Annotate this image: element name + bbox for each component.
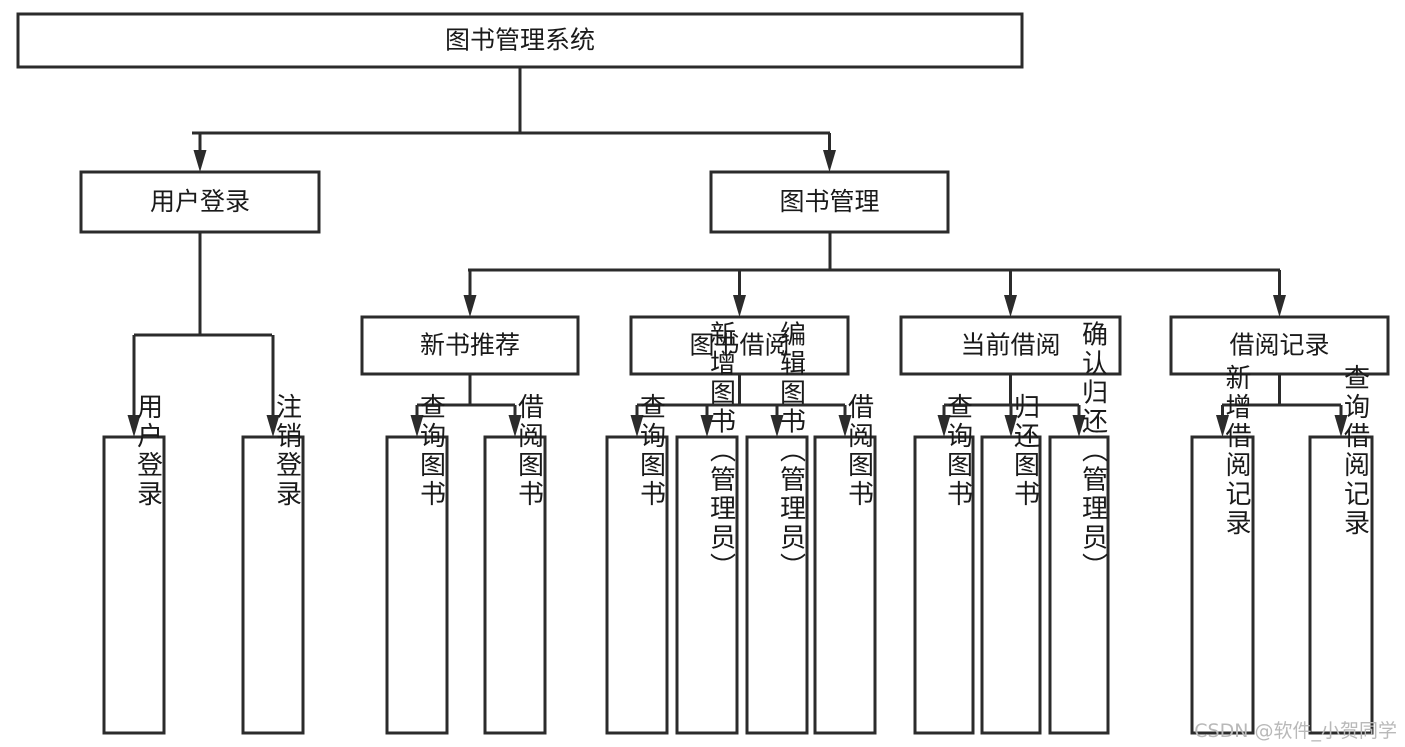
node-leaf-add-book-admin[interactable]: 新增图书（管理员） <box>675 320 739 735</box>
node-label-leaf-add-borrow-record: 新增借阅记录 <box>1221 364 1251 538</box>
node-box-borrow-record <box>1169 315 1390 376</box>
node-box-leaf-query-borrow-record <box>1308 435 1374 735</box>
arrow-to-leaf-logout-login-head <box>266 415 280 437</box>
node-box-leaf-add-borrow-record <box>1190 435 1255 735</box>
arrow-to-user-login-head <box>193 150 207 172</box>
node-leaf-query-book-1[interactable]: 查询图书 <box>385 393 449 735</box>
arrow-to-leaf-add-borrow-record-head <box>1216 415 1229 437</box>
arrow-to-leaf-confirm-return-admin-head <box>1072 415 1086 437</box>
node-box-leaf-borrow-book-2 <box>813 435 877 735</box>
node-leaf-logout-login[interactable]: 注销登录 <box>241 393 305 735</box>
node-label-leaf-add-book-admin: 新增图书（管理员） <box>706 320 736 581</box>
node-box-user-login <box>79 170 321 234</box>
node-label-leaf-borrow-book-1: 借阅图书 <box>514 393 544 509</box>
arrow-to-leaf-query-book-2-head <box>630 415 644 437</box>
node-box-leaf-query-book-1 <box>385 435 449 735</box>
arrow-to-new-book-recommend-head <box>463 295 477 317</box>
node-box-book-borrow <box>629 315 850 376</box>
arrow-to-current-borrow-head <box>1004 295 1017 317</box>
node-leaf-return-book[interactable]: 归还图书 <box>980 393 1042 735</box>
node-label-leaf-user-login: 用户登录 <box>133 393 163 509</box>
arrow-to-leaf-edit-book-admin-head <box>770 415 784 437</box>
node-box-new-book-recommend <box>360 315 580 376</box>
arrow-to-leaf-user-login-head <box>127 415 141 437</box>
node-box-current-borrow <box>899 315 1122 376</box>
node-box-leaf-edit-book-admin <box>745 435 809 735</box>
node-box-leaf-logout-login <box>241 435 305 735</box>
node-box-book-manage <box>709 170 950 234</box>
node-box-leaf-return-book <box>980 435 1042 735</box>
node-box-leaf-add-book-admin <box>675 435 739 735</box>
node-book-manage[interactable]: 图书管理 <box>709 170 950 234</box>
node-leaf-query-book-2[interactable]: 查询图书 <box>605 393 669 735</box>
arrow-to-book-borrow-head <box>733 295 746 317</box>
node-root[interactable]: 图书管理系统 <box>16 12 1024 69</box>
node-label-book-manage: 图书管理 <box>779 187 879 216</box>
node-borrow-record[interactable]: 借阅记录 <box>1169 315 1390 376</box>
node-leaf-borrow-book-1[interactable]: 借阅图书 <box>483 393 547 735</box>
node-leaf-query-book-3[interactable]: 查询图书 <box>913 393 975 735</box>
node-label-leaf-logout-login: 注销登录 <box>272 393 302 509</box>
node-label-leaf-query-book-2: 查询图书 <box>636 393 666 509</box>
node-leaf-edit-book-admin[interactable]: 编辑图书（管理员） <box>745 320 809 735</box>
arrow-to-leaf-query-book-1-head <box>410 415 424 437</box>
node-new-book-recommend[interactable]: 新书推荐 <box>360 315 580 376</box>
node-label-user-login: 用户登录 <box>150 187 250 216</box>
node-leaf-confirm-return-admin[interactable]: 确认归还（管理员） <box>1048 320 1110 735</box>
node-label-leaf-confirm-return-admin: 确认归还（管理员） <box>1078 320 1108 581</box>
node-box-leaf-query-book-2 <box>605 435 669 735</box>
node-label-leaf-query-borrow-record: 查询借阅记录 <box>1340 364 1370 538</box>
node-leaf-user-login[interactable]: 用户登录 <box>102 393 166 735</box>
node-leaf-borrow-book-2[interactable]: 借阅图书 <box>813 393 877 735</box>
nodes-layer: 图书管理系统用户登录图书管理新书推荐图书借阅当前借阅借阅记录用户登录注销登录查询… <box>16 12 1390 735</box>
node-box-leaf-query-book-3 <box>913 435 975 735</box>
arrow-to-book-manage-head <box>823 150 836 172</box>
node-current-borrow[interactable]: 当前借阅 <box>899 315 1122 376</box>
node-label-leaf-return-book: 归还图书 <box>1010 393 1040 509</box>
arrow-to-leaf-query-borrow-record-head <box>1334 415 1348 437</box>
arrow-to-leaf-query-book-3-head <box>937 415 951 437</box>
arrow-to-leaf-borrow-book-2-head <box>838 415 852 437</box>
node-user-login[interactable]: 用户登录 <box>79 170 321 234</box>
node-box-leaf-confirm-return-admin <box>1048 435 1110 735</box>
node-label-current-borrow: 当前借阅 <box>960 331 1060 360</box>
node-label-borrow-record: 借阅记录 <box>1229 331 1329 360</box>
node-label-new-book-recommend: 新书推荐 <box>420 331 520 360</box>
arrow-to-leaf-borrow-book-1-head <box>508 415 522 437</box>
node-label-root: 图书管理系统 <box>445 26 595 55</box>
node-label-leaf-edit-book-admin: 编辑图书（管理员） <box>776 320 806 581</box>
node-box-root <box>16 12 1024 69</box>
node-leaf-query-borrow-record[interactable]: 查询借阅记录 <box>1308 364 1374 735</box>
connectors-layer <box>127 67 1348 437</box>
arrow-to-leaf-return-book-head <box>1004 415 1018 437</box>
node-leaf-add-borrow-record[interactable]: 新增借阅记录 <box>1190 364 1255 735</box>
node-box-leaf-user-login <box>102 435 166 735</box>
node-book-borrow[interactable]: 图书借阅 <box>629 315 850 376</box>
arrow-to-borrow-record-head <box>1273 295 1286 317</box>
node-label-leaf-borrow-book-2: 借阅图书 <box>844 393 874 509</box>
node-box-leaf-borrow-book-1 <box>483 435 547 735</box>
node-label-book-borrow: 图书借阅 <box>689 331 789 360</box>
node-label-leaf-query-book-3: 查询图书 <box>943 393 973 509</box>
node-label-leaf-query-book-1: 查询图书 <box>416 393 446 509</box>
arrow-to-leaf-add-book-admin-head <box>700 415 714 437</box>
